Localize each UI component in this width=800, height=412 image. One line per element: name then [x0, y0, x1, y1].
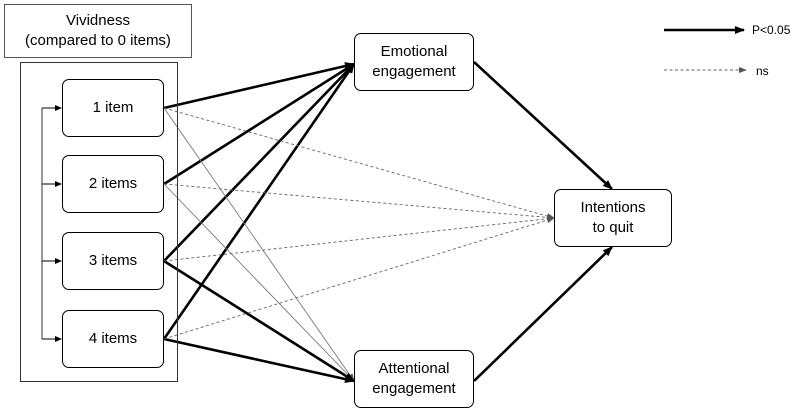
- mediator-label-line2: engagement: [372, 380, 456, 397]
- edge-emo-to-int: [473, 61, 613, 190]
- outcome-label-line2: to quit: [592, 219, 634, 236]
- mediator-node-emotional-engagement: Emotional engagement: [354, 33, 474, 91]
- mediator-label-line2: engagement: [372, 63, 456, 80]
- edge-p3-to-emo: [163, 63, 355, 262]
- predictor-node-2-items: 2 items: [62, 155, 164, 213]
- mediator-node-attentional-engagement: Attentional engagement: [354, 350, 474, 408]
- predictor-node-1-item: 1 item: [62, 79, 164, 137]
- mediator-label-line1: Attentional: [378, 360, 450, 377]
- vividness-label-box: Vividness (compared to 0 items): [4, 4, 192, 58]
- edge-p1-to-emo: [163, 62, 355, 110]
- edge-p4-to-att: [163, 337, 355, 383]
- edge-p4-to-emo: [162, 63, 356, 340]
- edge-p4-to-int: [163, 217, 555, 340]
- predictor-label: 4 items: [88, 330, 138, 347]
- edge-p3-to-int: [163, 215, 555, 262]
- edge-p3-to-att: [163, 259, 355, 383]
- vividness-title: Vividness: [66, 12, 130, 29]
- mediator-label-line1: Emotional: [380, 43, 448, 60]
- predictor-node-3-items: 3 items: [62, 232, 164, 290]
- predictor-label: 3 items: [88, 252, 138, 269]
- legend-ns-label: ns: [756, 64, 769, 78]
- predictor-label: 2 items: [88, 175, 138, 192]
- predictor-label: 1 item: [92, 99, 134, 116]
- edge-p1-to-att: [163, 107, 355, 382]
- edge-p2-to-int: [163, 183, 555, 221]
- outcome-node-intentions-to-quit: Intentions to quit: [554, 189, 672, 247]
- vividness-subtitle: (compared to 0 items): [25, 32, 171, 49]
- outcome-label-line1: Intentions: [580, 199, 646, 216]
- edge-p2-to-emo: [163, 62, 355, 186]
- predictor-group-container: [20, 62, 178, 382]
- edge-att-to-int: [473, 246, 613, 382]
- edge-p1-to-int: [163, 107, 555, 219]
- predictor-node-4-items: 4 items: [62, 310, 164, 368]
- legend-significant-label: P<0.05: [752, 23, 791, 37]
- edge-p2-to-att: [163, 183, 355, 382]
